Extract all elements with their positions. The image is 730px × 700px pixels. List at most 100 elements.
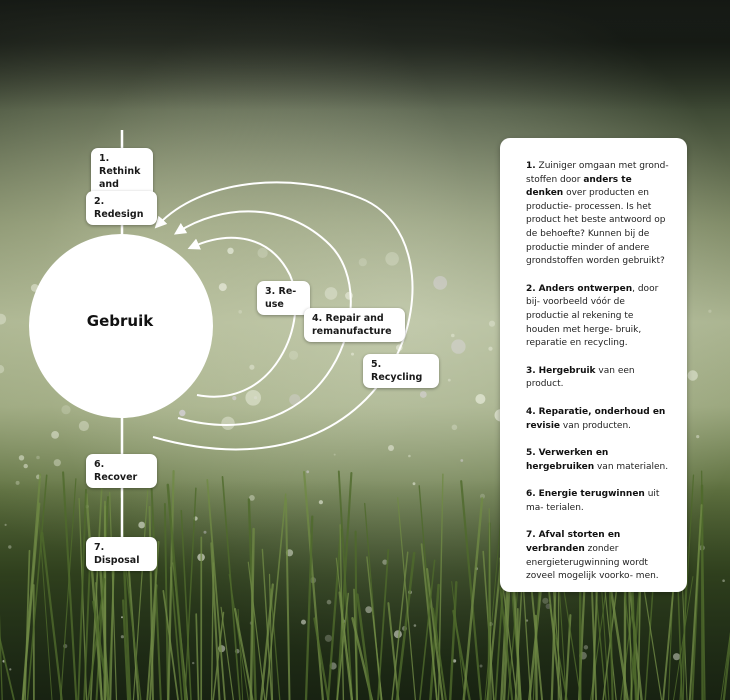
grass-blade bbox=[336, 471, 353, 700]
grass-blade bbox=[303, 471, 324, 700]
grass-blade bbox=[122, 599, 130, 700]
grass-blade bbox=[688, 504, 703, 700]
bokeh-dot bbox=[326, 599, 332, 605]
bokeh-dot bbox=[433, 276, 448, 290]
grass-blade bbox=[451, 581, 466, 700]
bokeh-dot bbox=[53, 459, 61, 467]
grass-blade bbox=[233, 607, 254, 700]
grass-blade bbox=[24, 549, 31, 700]
bokeh-dot bbox=[451, 339, 466, 354]
grass-blade bbox=[237, 608, 244, 700]
bokeh-dot bbox=[245, 390, 261, 406]
bokeh-dot bbox=[412, 482, 416, 486]
bokeh-dot bbox=[120, 635, 124, 639]
center-label-gebruik: Gebruik bbox=[86, 312, 154, 330]
grass-blade bbox=[339, 524, 345, 700]
bokeh-dot bbox=[475, 394, 486, 404]
bokeh-dot bbox=[18, 455, 25, 461]
step-redesign-label: 2. Redesign bbox=[86, 191, 157, 225]
bokeh-dot bbox=[4, 523, 7, 527]
grass-blade bbox=[41, 531, 63, 700]
bokeh-dot bbox=[51, 431, 59, 439]
grass-blade bbox=[163, 502, 169, 700]
grass-blade bbox=[643, 589, 663, 700]
bokeh-dot bbox=[253, 396, 258, 400]
grass-blade bbox=[184, 487, 197, 700]
bokeh-dot bbox=[306, 470, 310, 474]
bokeh-dot bbox=[708, 309, 712, 313]
grass-blade bbox=[150, 486, 162, 700]
bokeh-dot bbox=[238, 310, 242, 314]
grass-blade bbox=[132, 477, 150, 700]
bokeh-dot bbox=[408, 454, 411, 458]
bokeh-dot bbox=[15, 480, 20, 485]
grass-blade bbox=[26, 474, 48, 700]
bokeh-dot bbox=[451, 333, 455, 338]
step-recycling-label: 5. Recycling bbox=[363, 354, 439, 388]
grass-blade bbox=[391, 551, 409, 700]
bokeh-dot bbox=[23, 463, 28, 469]
grass-blade bbox=[261, 548, 273, 700]
bokeh-dot bbox=[121, 616, 123, 619]
grass-blade bbox=[336, 592, 350, 700]
grass-blade bbox=[60, 478, 77, 700]
explanation-panel: 1. Zuiniger omgaan met grond- stoffen do… bbox=[500, 138, 687, 592]
grass-blade bbox=[335, 557, 354, 700]
bokeh-dot bbox=[36, 455, 40, 460]
bokeh-dot bbox=[382, 559, 388, 565]
grass-blade bbox=[673, 576, 694, 700]
grass-blade bbox=[679, 474, 695, 700]
grass-blade bbox=[313, 617, 330, 700]
grass-blade bbox=[85, 493, 103, 700]
bokeh-dot bbox=[333, 453, 336, 456]
bokeh-dot bbox=[203, 530, 207, 534]
bokeh-dot bbox=[301, 619, 306, 625]
bokeh-dot bbox=[227, 247, 234, 254]
grass-blade bbox=[377, 549, 390, 700]
grass-blade bbox=[397, 497, 416, 700]
grass-blade bbox=[195, 613, 200, 700]
grass-blade bbox=[0, 635, 15, 700]
grass-blade bbox=[268, 573, 274, 700]
explanation-item: 3. Hergebruik van een product. bbox=[526, 365, 635, 390]
grass-blade bbox=[432, 607, 447, 700]
bokeh-dot bbox=[460, 459, 464, 462]
grass-blade bbox=[180, 509, 192, 700]
grass-blade bbox=[720, 631, 730, 700]
grass-blade bbox=[722, 632, 730, 700]
bokeh-dot bbox=[221, 416, 235, 430]
bokeh-dot bbox=[447, 378, 451, 382]
grass-blade bbox=[162, 589, 179, 700]
grass-blade bbox=[77, 488, 87, 700]
bokeh-dot bbox=[722, 579, 725, 582]
bokeh-dot bbox=[8, 545, 12, 549]
bokeh-dot bbox=[388, 445, 394, 451]
grass-blade bbox=[87, 578, 106, 700]
grass-blade bbox=[62, 471, 78, 700]
grass-blade bbox=[420, 543, 438, 700]
bokeh-dot bbox=[413, 624, 417, 627]
bokeh-dot bbox=[9, 668, 12, 671]
grass-blade bbox=[488, 508, 492, 700]
grass-blade bbox=[148, 505, 154, 700]
grass-blade bbox=[677, 583, 683, 700]
grass-blade bbox=[265, 493, 287, 700]
grass-blade bbox=[327, 528, 342, 700]
bokeh-dot bbox=[138, 521, 146, 529]
grass-blade bbox=[109, 559, 115, 700]
bokeh-dot bbox=[232, 396, 237, 401]
grass-blade bbox=[460, 480, 483, 700]
grass-blade bbox=[260, 583, 274, 700]
grass-blade bbox=[449, 581, 458, 700]
explanation-item: 6. Energie terugwinnen uit ma- terialen. bbox=[526, 489, 660, 513]
bokeh-dot bbox=[385, 251, 399, 266]
bokeh-dot bbox=[687, 370, 698, 381]
bokeh-dot bbox=[358, 258, 367, 267]
bokeh-dot bbox=[324, 287, 338, 300]
grass-blade bbox=[221, 476, 241, 700]
gebruik-circle bbox=[29, 234, 213, 418]
bokeh-dot bbox=[192, 661, 195, 665]
repair-loop-arrow bbox=[173, 210, 352, 426]
grass-blade bbox=[206, 479, 226, 700]
